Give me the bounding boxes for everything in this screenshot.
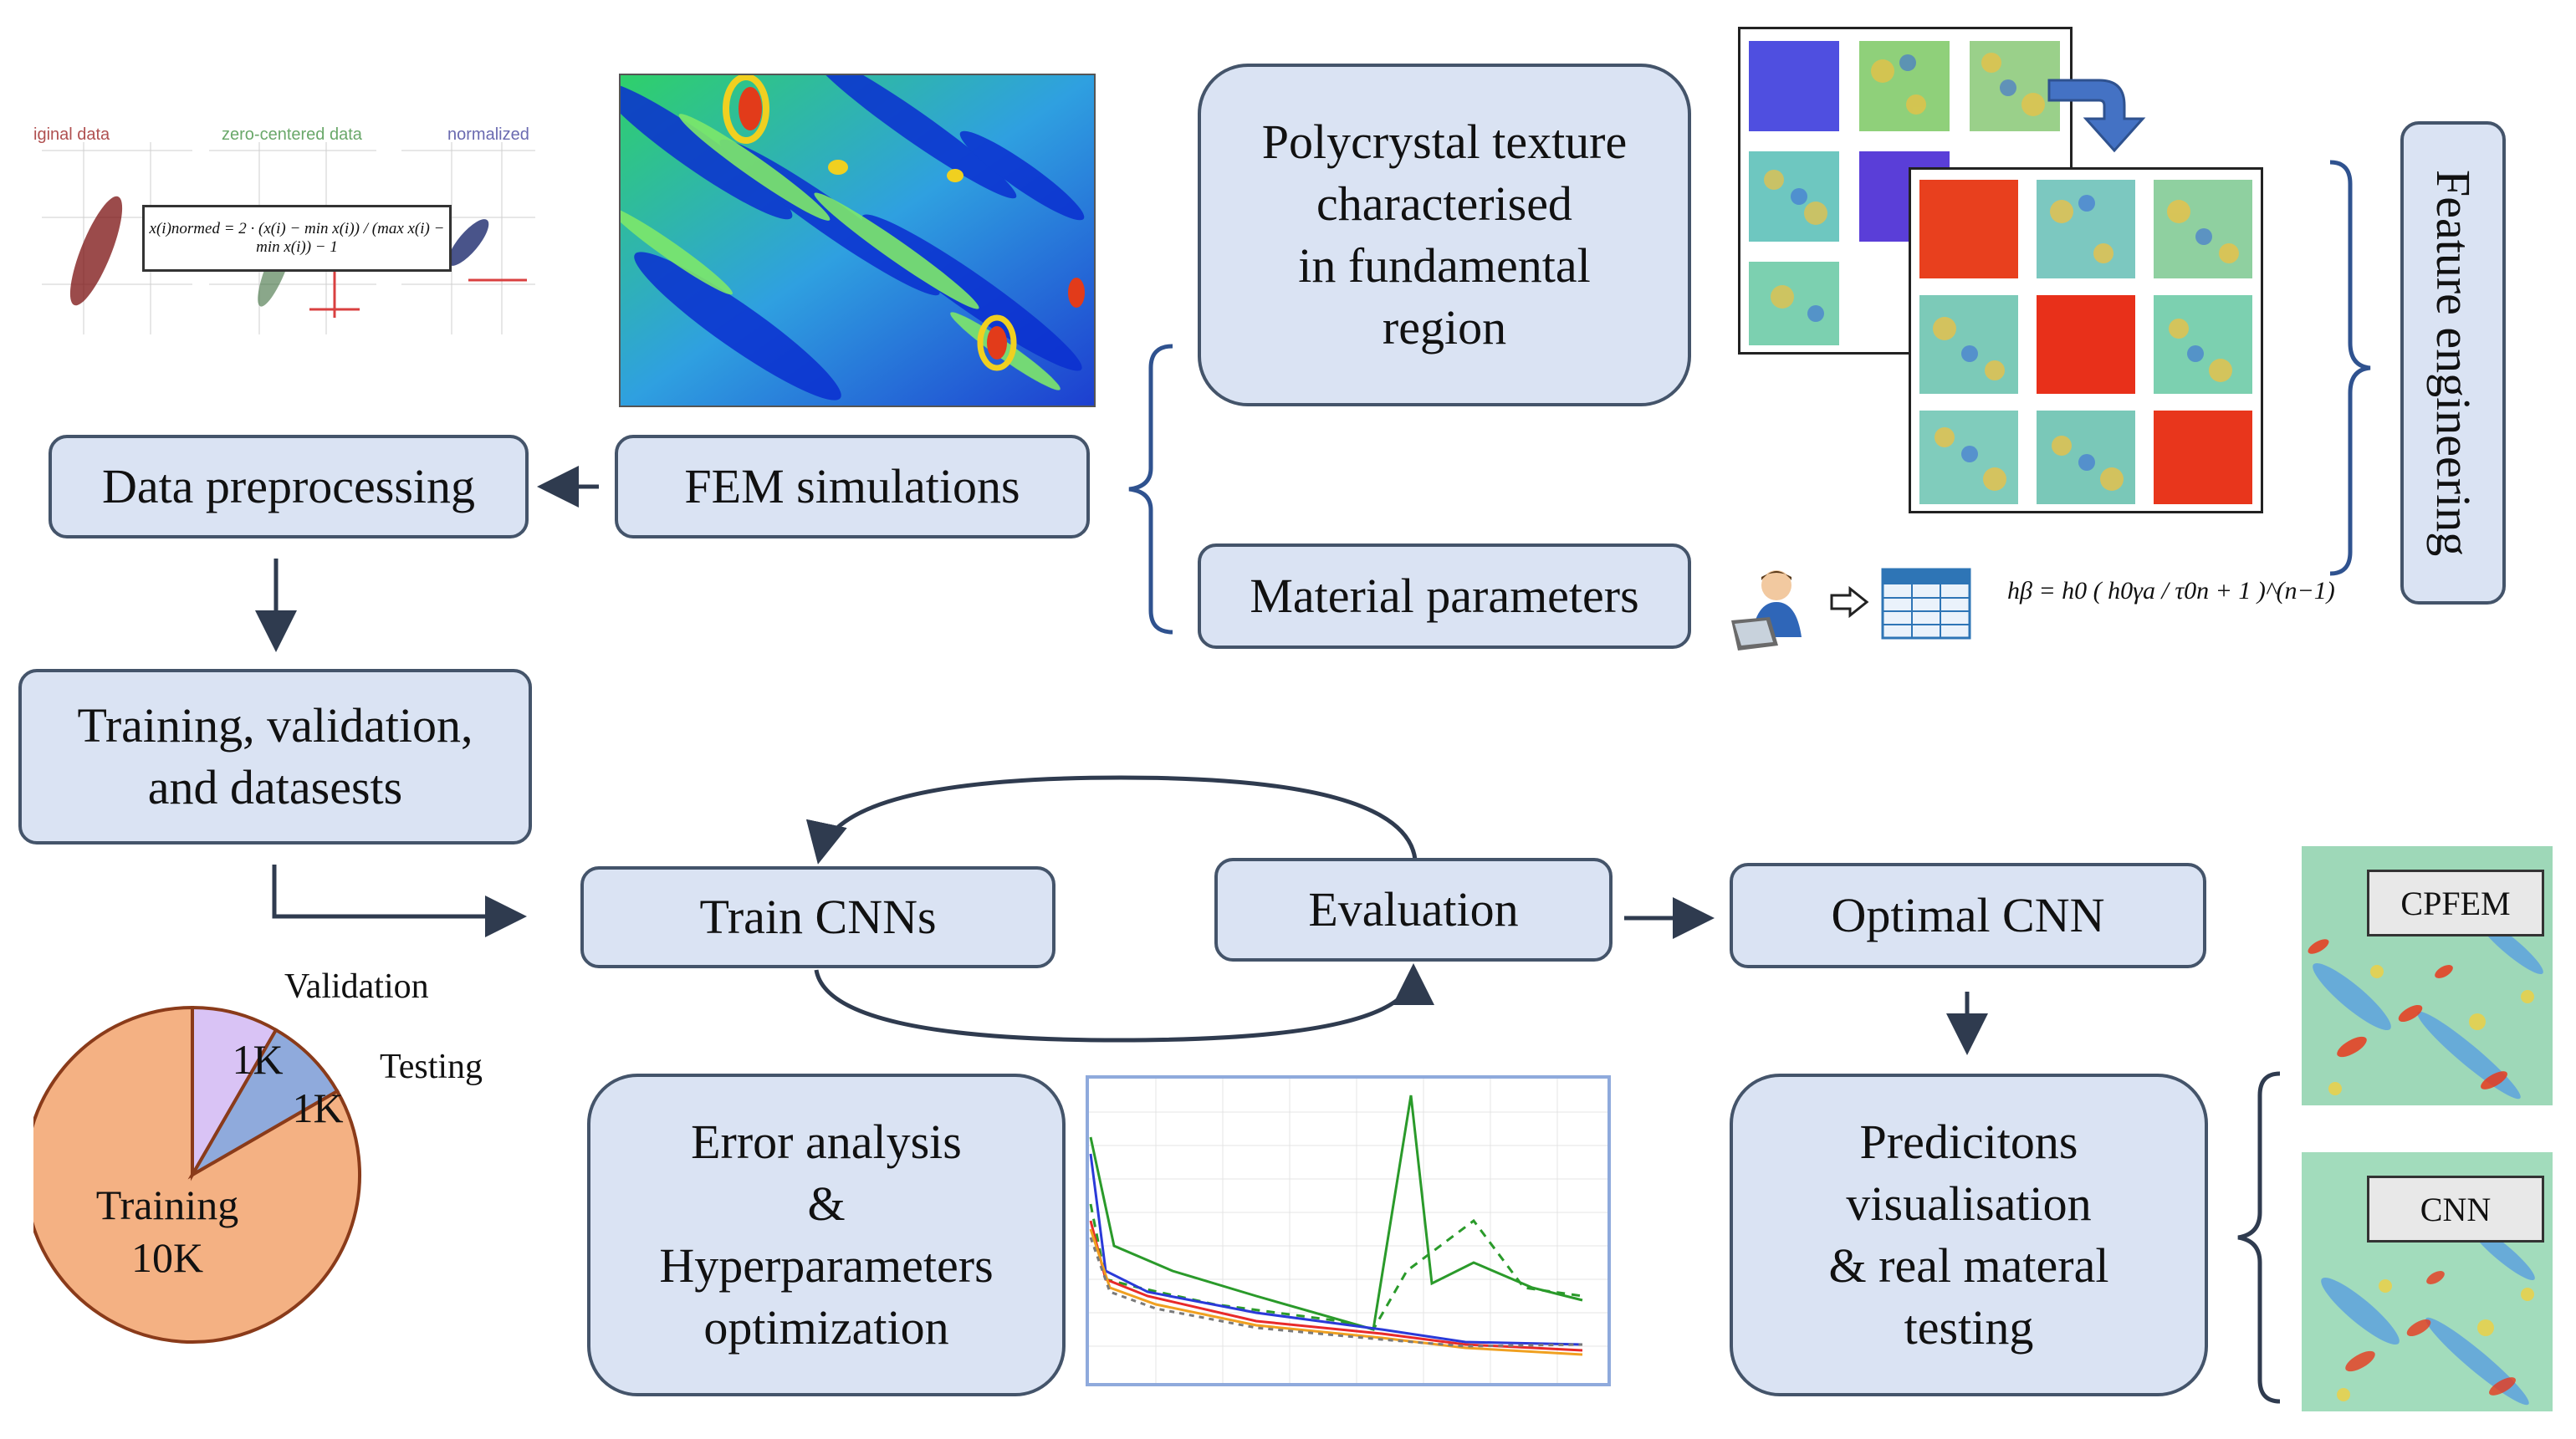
- training-datasets-box: Training, validation, and datasests: [18, 669, 532, 845]
- polycrystal-line-2: characterised: [1316, 176, 1572, 231]
- error-analysis-line-4: optimization: [703, 1300, 949, 1355]
- optimal-cnn-label: Optimal CNN: [1831, 887, 2105, 942]
- hardening-formula: hβ = h0 ( h0γa / τ0n + 1 )^(n−1): [2007, 577, 2335, 605]
- train-cnns-box: Train CNNs: [580, 866, 1055, 968]
- hollow-arrow-svg: [1830, 585, 1869, 619]
- pie-label-training-value: 10K: [130, 1233, 204, 1281]
- predictions-line-2: visualisation: [1846, 1176, 2092, 1231]
- pie-slice-testing: [187, 1028, 340, 1180]
- inputs-brace: [1128, 344, 1173, 635]
- error-analysis-line-2: &: [807, 1176, 846, 1231]
- polycrystal-line-3: in fundamental: [1298, 238, 1591, 293]
- normalization-panel: iginal data zero-centered data normalize…: [33, 117, 535, 351]
- fem-simulations-label: FEM simulations: [684, 458, 1020, 513]
- panel-title-normalized: normalized: [447, 125, 529, 144]
- error-analysis-box: Error analysis & Hyperparameters optimiz…: [587, 1074, 1066, 1396]
- pie-slice-training: [23, 1005, 361, 1344]
- pie-label-validation-name: Validation: [284, 967, 429, 1006]
- texture-grid-front: [1909, 167, 2263, 513]
- cpfem-field-image: CPFEM: [2302, 846, 2553, 1105]
- panel-title-original: iginal data: [33, 125, 110, 144]
- polycrystal-line-4: region: [1382, 300, 1507, 355]
- loss-curves-panel: [1086, 1075, 1611, 1386]
- texture-grid-back-svg: [1749, 41, 2060, 345]
- table-icon: [1880, 567, 1972, 640]
- evaluation-label: Evaluation: [1308, 881, 1519, 936]
- predictions-box: Predicitons visualisation & real materal…: [1730, 1074, 2208, 1396]
- cnn-tag: CNN: [2367, 1176, 2544, 1243]
- polycrystal-box: Polycrystal texture characterised in fun…: [1198, 64, 1691, 406]
- pie-label-training: Training 10K: [75, 1179, 259, 1283]
- error-analysis-line-1: Error analysis: [691, 1114, 962, 1169]
- dataset-pie-chart: Training 10K 1K 1K Validation Testing: [23, 953, 519, 1346]
- material-parameters-label: Material parameters: [1250, 568, 1639, 623]
- fem-simulations-box: FEM simulations: [615, 435, 1090, 538]
- training-line-2: and datasests: [147, 760, 403, 814]
- error-analysis-line-3: Hyperparameters: [659, 1238, 994, 1293]
- feature-engineering-label: Feature engineering: [2426, 169, 2481, 557]
- panel-title-zero-centered: zero-centered data: [222, 125, 362, 144]
- material-parameters-box: Material parameters: [1198, 543, 1691, 649]
- polycrystal-line-1: Polycrystal texture: [1261, 114, 1628, 169]
- user-laptop-svg: [1731, 570, 1802, 651]
- pie-label-validation-value: 1K: [232, 1036, 284, 1083]
- cnn-field-image: CNN: [2302, 1152, 2553, 1411]
- texture-grid-front-svg: [1919, 180, 2252, 504]
- data-preprocessing-label: Data preprocessing: [101, 458, 476, 513]
- fem-contour-svg: [621, 75, 1094, 406]
- pie-slice-validation: [191, 1005, 279, 1181]
- feature-brace: [2329, 160, 2371, 576]
- loss-curves-svg: [1089, 1079, 1607, 1383]
- prediction-brace: [2237, 1071, 2281, 1404]
- train-cnns-label: Train CNNs: [699, 889, 937, 944]
- pie-label-testing-name: Testing: [380, 1048, 483, 1086]
- normalization-formula: x(i)normed = 2 · (x(i) − min x(i)) / (ma…: [142, 205, 452, 272]
- hollow-arrow-icon: [1828, 585, 1870, 619]
- evaluation-box: Evaluation: [1214, 858, 1613, 962]
- curved-arrow-icon: [2047, 79, 2146, 153]
- training-line-1: Training, validation,: [77, 697, 473, 753]
- pie-label-training-name: Training: [95, 1181, 239, 1228]
- optimal-cnn-box: Optimal CNN: [1730, 863, 2206, 968]
- predictions-line-4: testing: [1904, 1300, 2034, 1355]
- user-laptop-icon: [1723, 562, 1815, 654]
- pie-label-testing-value: 1K: [292, 1084, 344, 1131]
- cpfem-tag: CPFEM: [2367, 870, 2544, 936]
- cnn-field-svg: [2302, 1152, 2553, 1411]
- pie-svg: [23, 1005, 361, 1344]
- feature-engineering-box: Feature engineering: [2400, 121, 2506, 605]
- pie-slices: [23, 1005, 361, 1344]
- predictions-line-1: Predicitons: [1859, 1114, 2078, 1169]
- predictions-line-3: & real materal: [1828, 1238, 2109, 1293]
- table-svg: [1881, 568, 1971, 640]
- fem-contour-image: [619, 74, 1096, 407]
- data-preprocessing-box: Data preprocessing: [49, 435, 529, 538]
